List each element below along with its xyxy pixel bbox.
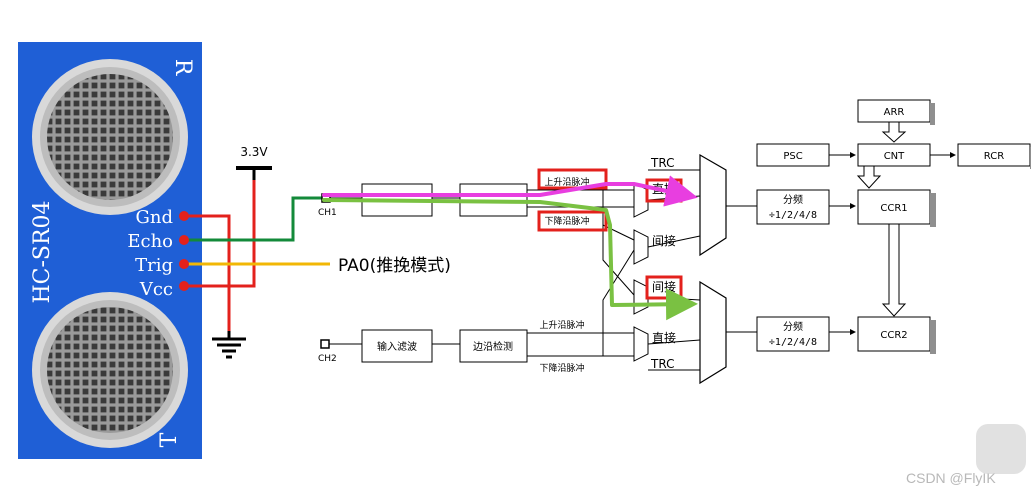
- transmitter-transducer: [32, 292, 188, 448]
- ccr2-label: CCR2: [880, 330, 907, 341]
- ch2-label: CH2: [318, 354, 337, 364]
- ch2-edge-label: 边沿检测: [473, 340, 513, 353]
- timer-core: 分频 ÷1/2/4/8 分频 ÷1/2/4/8 ARR CNT PSC RCR …: [726, 99, 1031, 354]
- mux2: 间接 直接 TRC: [645, 275, 727, 385]
- ch2-fall-label: 下降沿脉冲: [539, 362, 584, 374]
- ch1-prescaler-value: ÷1/2/4/8: [769, 210, 817, 221]
- ccr1-to-ccr2-arrow: [881, 223, 907, 317]
- ch1-fall-label: 下降沿脉冲: [544, 215, 589, 227]
- receiver-label: R: [170, 59, 195, 77]
- arr-to-cnt-arrow: [881, 121, 907, 143]
- module-model-label: HC-SR04: [30, 200, 55, 303]
- transmitter-label: T: [157, 432, 182, 447]
- pin-trig: [179, 259, 189, 269]
- ch2-prescaler-value: ÷1/2/4/8: [769, 337, 817, 348]
- echo-wire: [184, 196, 324, 242]
- rcr-label: RCR: [984, 151, 1004, 162]
- ccr1-label: CCR1: [880, 203, 907, 214]
- video-play-badge: [976, 424, 1026, 474]
- gnd-wire: [184, 214, 231, 331]
- ch2-edge-box: [459, 329, 528, 363]
- ccr1-shadow: [930, 193, 936, 227]
- pin-gnd: [179, 211, 189, 221]
- ch2-filter-label: 输入滤波: [377, 340, 417, 353]
- pin-label-trig: Trig: [135, 255, 173, 276]
- mux1-trc-label: TRC: [650, 156, 674, 170]
- green-indirect-path: [322, 198, 698, 321]
- hc-sr04-module: R T HC-SR04 Gnd Echo Trig Vcc: [18, 42, 202, 459]
- ch1-fall-highlight: [537, 210, 608, 232]
- pin-vcc: [179, 281, 189, 291]
- ch2-prescaler-title: 分频: [783, 320, 803, 333]
- arr-shadow: [930, 103, 935, 125]
- cnt-label: CNT: [884, 151, 905, 162]
- ccr1-box: [857, 189, 931, 225]
- cnt-to-ccr1-arrow: [856, 165, 882, 189]
- mux2-indirect-label: 间接: [652, 279, 676, 294]
- pin-label-vcc: Vcc: [139, 279, 173, 300]
- psc-label: PSC: [783, 151, 802, 162]
- ch2-rise-label: 上升沿脉冲: [539, 319, 584, 331]
- receiver-transducer: [32, 59, 188, 215]
- ch1-prescaler-title: 分频: [783, 193, 803, 206]
- trig-pin-note: PA0(推挽模式): [338, 256, 451, 276]
- ccr2-shadow: [930, 320, 936, 354]
- signal-paths: [322, 175, 698, 321]
- pin-echo: [179, 235, 189, 245]
- pin-label-gnd: Gnd: [136, 207, 174, 228]
- power-rail-label: 3.3V: [240, 145, 268, 159]
- pin-label-echo: Echo: [127, 231, 173, 252]
- magenta-direct-path: [322, 175, 698, 207]
- ch2-filter-box: [361, 329, 433, 363]
- ch1-label: CH1: [318, 208, 337, 218]
- mux2-indirect-highlight: [645, 275, 683, 300]
- ch2-input: CH2 输入滤波 边沿检测: [318, 329, 528, 364]
- wiring: [179, 171, 330, 331]
- vcc-wire: [184, 171, 256, 288]
- arr-label: ARR: [884, 107, 905, 118]
- mux1-indirect-label: 间接: [652, 233, 676, 248]
- ch1-rise-label: 上升沿脉冲: [544, 176, 589, 188]
- edge-lines: [527, 189, 635, 357]
- ccr2-box: [857, 316, 931, 352]
- mux2-trc-label: TRC: [650, 357, 674, 371]
- csdn-watermark: CSDN @FlyIK: [906, 470, 996, 486]
- mux2-direct-label: 直接: [652, 330, 676, 345]
- ch1-prescaler-box: [756, 189, 830, 225]
- ground-symbol: [212, 331, 246, 359]
- small-muxes: [633, 182, 649, 362]
- ch2-prescaler-box: [756, 316, 830, 352]
- power-rail: 3.3V: [236, 145, 272, 180]
- mux1: TRC 直接 间接: [645, 153, 727, 257]
